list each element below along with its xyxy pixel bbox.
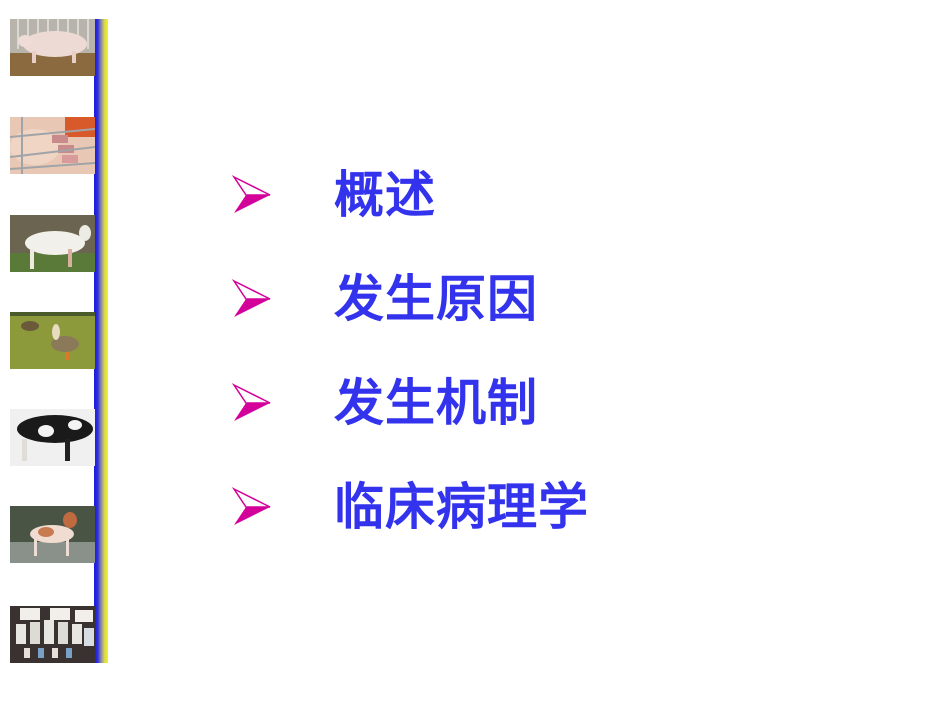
goat-image — [10, 215, 95, 272]
dog-image — [10, 506, 95, 563]
bullet-item-mechanism: 发生机制 — [232, 368, 538, 438]
pig-image — [10, 19, 95, 76]
bullet-label: 临床病理学 — [334, 478, 589, 536]
cow-image — [10, 409, 95, 466]
bullet-item-overview: 概述 — [232, 160, 436, 230]
piglets-image — [10, 117, 95, 174]
arrow-bullet-icon — [232, 279, 271, 317]
arrow-bullet-icon — [232, 175, 271, 213]
arrow-bullet-icon — [232, 487, 271, 525]
bullet-item-clinical-pathology: 临床病理学 — [232, 472, 589, 542]
medicine-bottles-image — [10, 606, 95, 663]
bullet-label: 概述 — [334, 166, 436, 224]
arrow-bullet-icon — [232, 383, 271, 421]
bullet-item-causes: 发生原因 — [232, 264, 538, 334]
geese-image — [10, 312, 95, 369]
sidebar-gradient-stripe — [94, 19, 108, 663]
bullet-label: 发生原因 — [334, 270, 538, 328]
bullet-label: 发生机制 — [334, 374, 538, 432]
